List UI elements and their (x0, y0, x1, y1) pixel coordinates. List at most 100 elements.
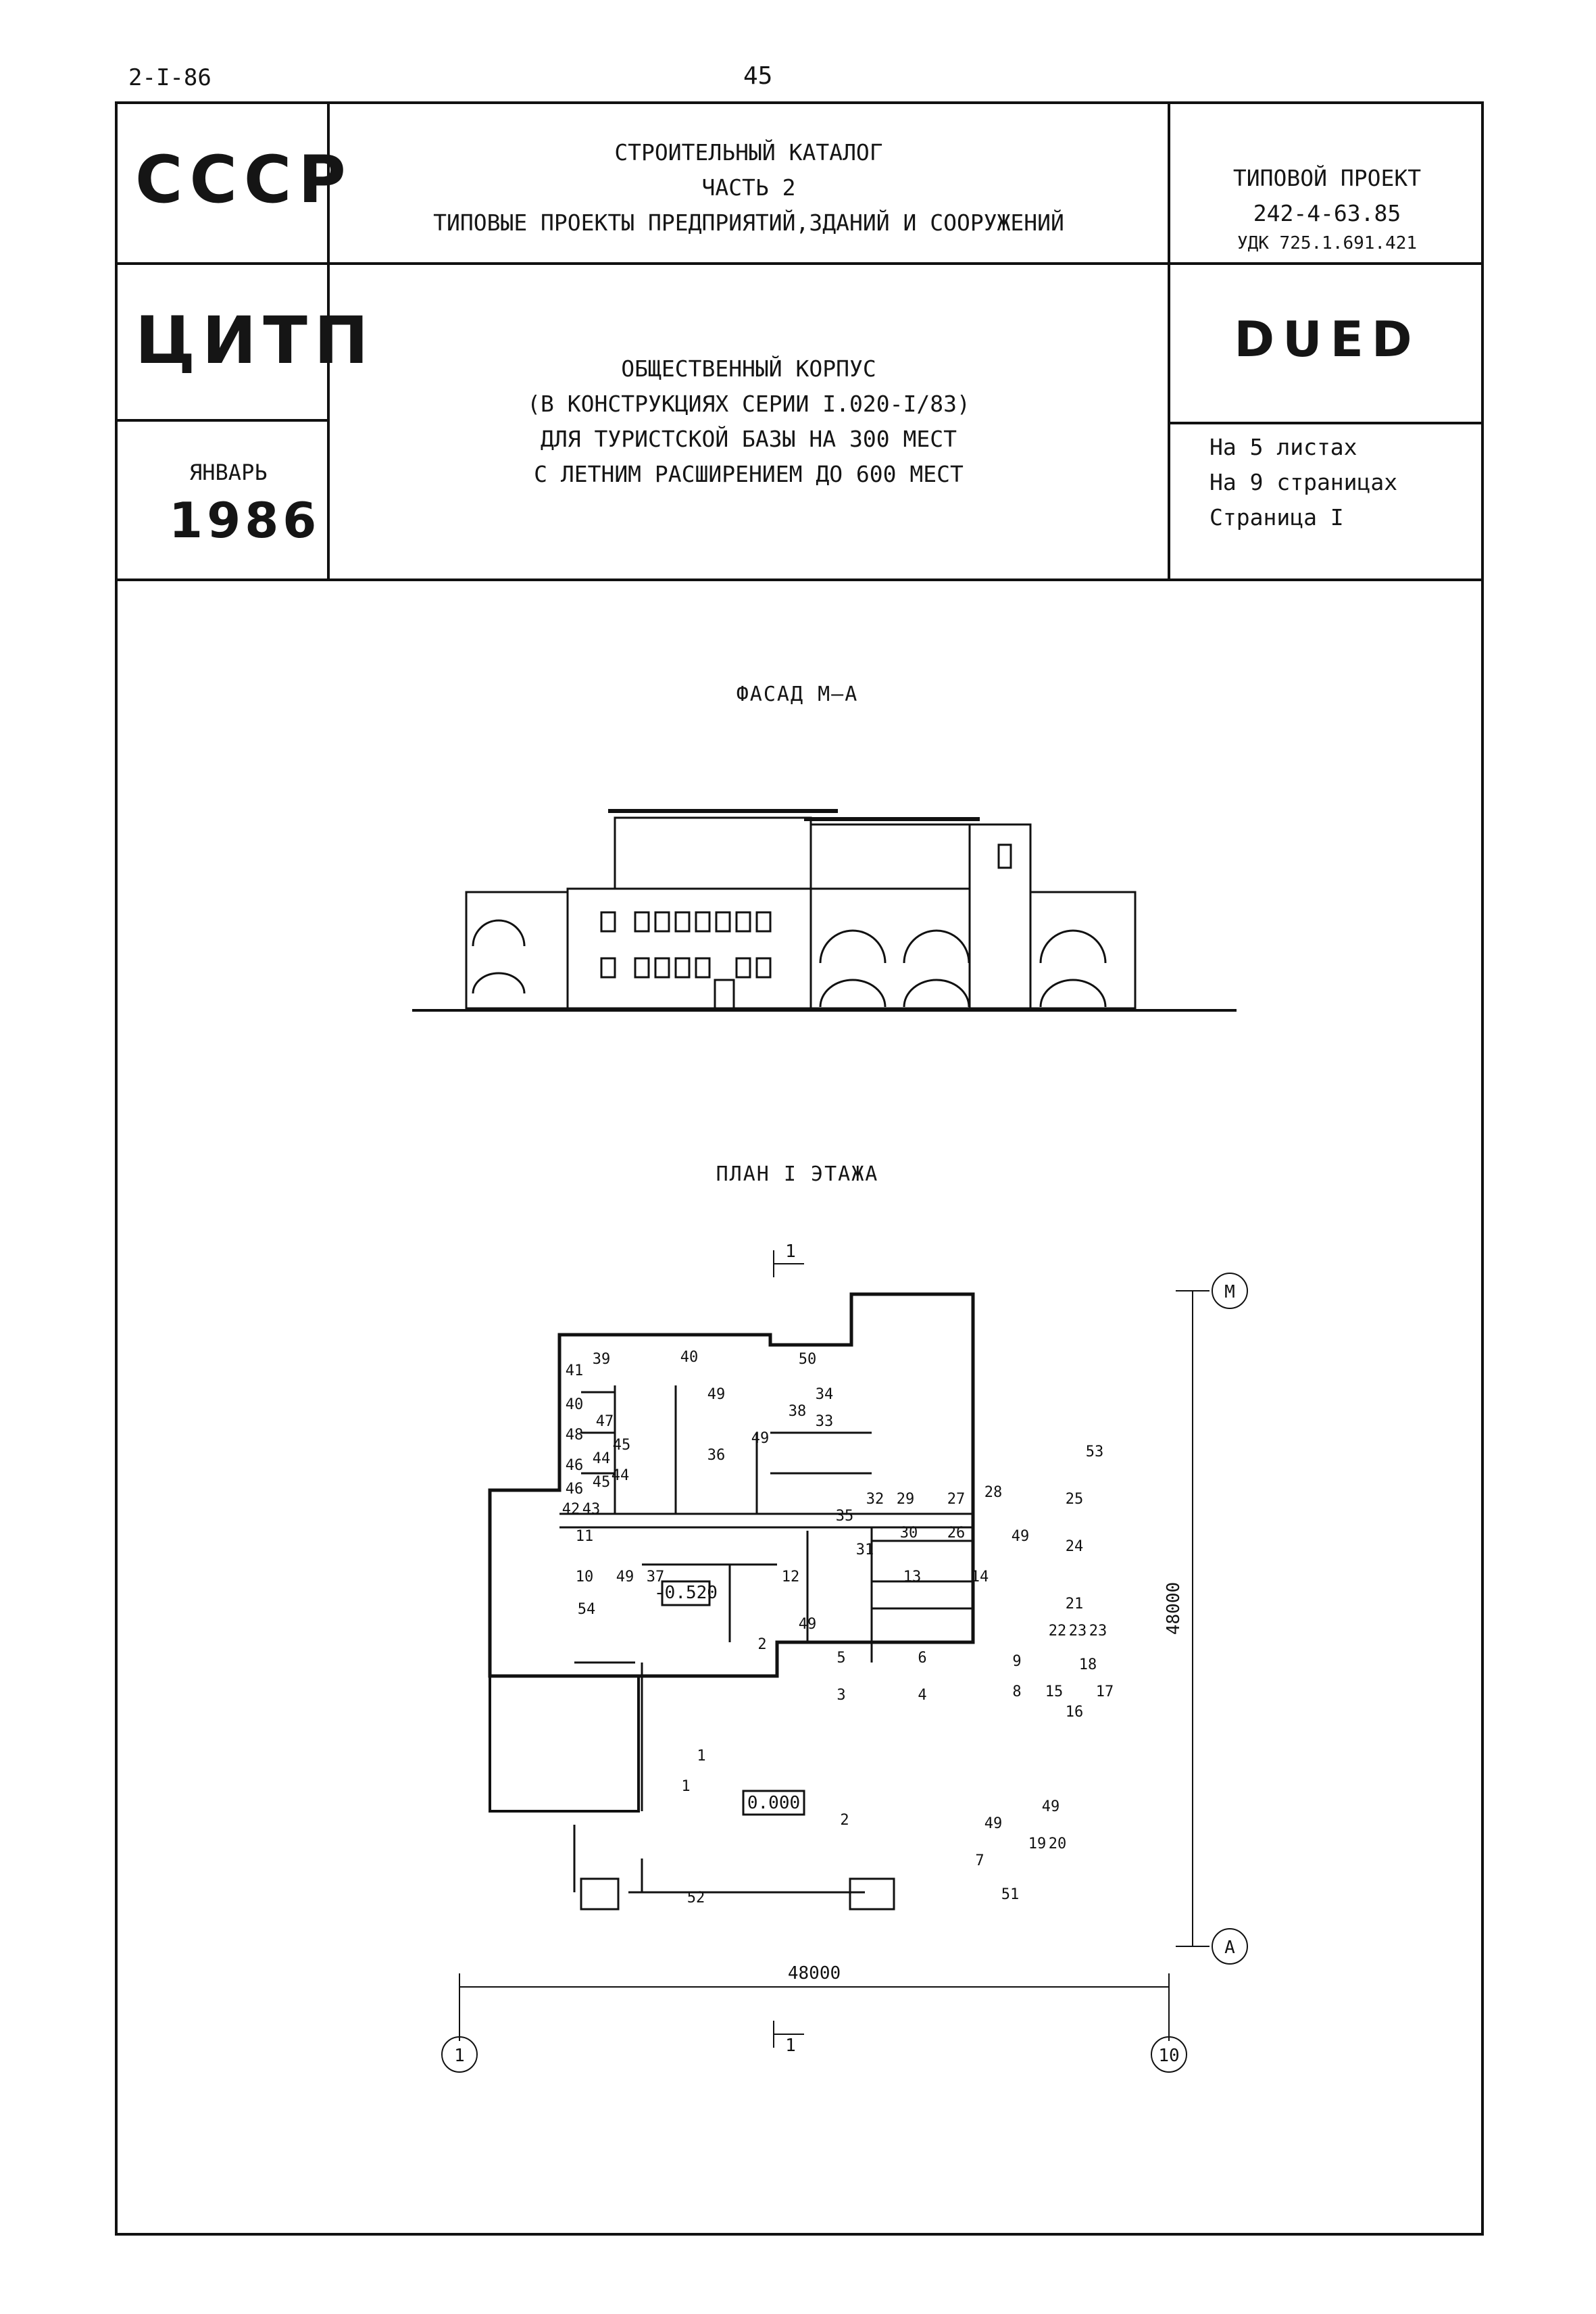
room-number: 8 (1012, 1683, 1021, 1700)
room-number: 46 (566, 1457, 584, 1474)
plan-interior (559, 1385, 973, 1911)
sheets-line-1: На 5 листах (1210, 434, 1357, 460)
room-number: 33 (816, 1413, 834, 1430)
plan-axis-left: 1 (454, 2046, 465, 2066)
facade-title: ФАСАД М–А (736, 683, 859, 706)
page-number: 45 (743, 62, 773, 90)
tb-hline-bottom (115, 578, 1484, 581)
room-number: 7 (975, 1852, 984, 1869)
description-line-4: С ЛЕТНИМ РАСШИРЕНИЕМ ДО 600 МЕСТ (534, 461, 964, 487)
plan-level-box-low (661, 1580, 711, 1606)
description-block: ОБЩЕСТВЕННЫЙ КОРПУС (В КОНСТРУКЦИЯХ СЕРИ… (330, 351, 1168, 492)
plan-dimensions (441, 1250, 1248, 2073)
room-number: 42 (562, 1501, 580, 1518)
room-number: 31 (856, 1542, 874, 1558)
room-number: 34 (816, 1386, 834, 1403)
facade-central-block (566, 887, 812, 1010)
room-number: 45 (613, 1437, 631, 1454)
room-number: 43 (582, 1501, 601, 1518)
room-number: 46 (566, 1481, 584, 1498)
room-number: 45 (593, 1474, 611, 1491)
udk: УДК 725.1.691.421 (1237, 233, 1418, 253)
project-number: 242-4-63.85 (1253, 200, 1401, 226)
room-number: 44 (593, 1450, 611, 1467)
plan-level-main: 0.000 (747, 1793, 800, 1813)
room-number: 52 (687, 1890, 705, 1906)
room-number: 10 (576, 1569, 594, 1585)
tb-hline-left-2 (115, 419, 330, 422)
room-number: 51 (1001, 1886, 1020, 1903)
room-number: 15 (1045, 1683, 1064, 1700)
room-number: 25 (1066, 1491, 1084, 1508)
room-number: 4 (918, 1687, 926, 1704)
facade-left-wing (465, 891, 569, 1010)
room-number: 22 (1049, 1623, 1067, 1640)
sheets-line-2: На 9 страницах (1210, 469, 1398, 495)
catalog-block: СТРОИТЕЛЬНЫЙ КАТАЛОГ ЧАСТЬ 2 ТИПОВЫЕ ПРО… (330, 135, 1168, 241)
org-bottom: ЦИТП (135, 303, 376, 378)
room-number: 49 (751, 1430, 770, 1447)
description-line-2: (В КОНСТРУКЦИЯХ СЕРИИ I.020-I/83) (527, 391, 970, 417)
series-code: 2-I-86 (128, 64, 211, 91)
room-number: 49 (1042, 1798, 1060, 1815)
room-number: 32 (866, 1491, 884, 1508)
room-number: 9 (1012, 1653, 1021, 1670)
room-number: 1 (681, 1778, 690, 1795)
project-code: DUED (1234, 311, 1420, 368)
room-number: 49 (799, 1616, 817, 1633)
tb-hline-right-2 (1168, 422, 1484, 424)
room-number: 40 (566, 1396, 584, 1413)
plan-axis-bottom: А (1224, 1938, 1235, 1958)
plan-dim-horizontal: 48000 (788, 1963, 841, 1984)
room-number: 5 (837, 1650, 845, 1667)
room-number: 38 (789, 1403, 807, 1420)
room-number: 37 (647, 1569, 665, 1585)
room-number: 24 (1066, 1538, 1084, 1555)
room-number: 47 (596, 1413, 614, 1430)
catalog-line-3: ТИПОВЫЕ ПРОЕКТЫ ПРЕДПРИЯТИЙ,ЗДАНИЙ И СОО… (433, 210, 1064, 236)
plan-walls (488, 1292, 975, 1813)
room-number: 21 (1066, 1596, 1084, 1613)
plan-axis-right: 10 (1158, 2046, 1179, 2066)
room-number: 36 (707, 1447, 726, 1464)
plan-terrace (489, 1675, 640, 1813)
tb-vline-left (327, 101, 330, 580)
room-number: 11 (576, 1528, 594, 1545)
room-number: 35 (836, 1508, 854, 1525)
room-number: 49 (616, 1569, 634, 1585)
catalog-line-2: ЧАСТЬ 2 (701, 174, 796, 201)
room-number: 44 (612, 1467, 630, 1484)
sheets-line-3: Страница I (1210, 504, 1344, 531)
facade-drawing (412, 809, 1237, 1012)
room-number: 1 (697, 1748, 705, 1765)
room-number: 41 (566, 1362, 584, 1379)
room-number: 2 (840, 1812, 849, 1829)
tb-hline-left-1 (115, 262, 330, 265)
description-line-3: ДЛЯ ТУРИСТСКОЙ БАЗЫ НА 300 МЕСТ (541, 426, 957, 452)
room-number: 29 (897, 1491, 915, 1508)
room-number: 14 (971, 1569, 989, 1585)
room-number: 19 (1028, 1836, 1047, 1852)
tb-vline-right (1168, 101, 1170, 580)
room-number: 18 (1079, 1656, 1097, 1673)
room-number: 16 (1066, 1704, 1084, 1721)
room-number: 28 (984, 1484, 1003, 1501)
room-number: 13 (903, 1569, 922, 1585)
facade-upper-block-2 (809, 823, 971, 890)
plan-section-mark-top: 1 (785, 1241, 796, 1262)
room-number: 50 (799, 1351, 817, 1368)
description-line-1: ОБЩЕСТВЕННЫЙ КОРПУС (621, 355, 876, 382)
room-number: 40 (680, 1349, 699, 1366)
room-number: 23 (1089, 1623, 1107, 1640)
sheets-block: На 5 листах На 9 страницах Страница I (1210, 430, 1397, 535)
month: ЯНВАРЬ (189, 460, 268, 485)
tb-hline-mid-1 (330, 262, 1484, 265)
org-top: СССР (135, 142, 353, 218)
project-block: ТИПОВОЙ ПРОЕКТ 242-4-63.85 УДК 725.1.691… (1170, 161, 1484, 255)
facade-tower (968, 823, 1032, 1010)
room-number: 49 (1012, 1528, 1030, 1545)
plan-dim-vertical: 48000 (1164, 1582, 1184, 1635)
facade-right-wing (809, 887, 971, 1010)
room-number: 39 (593, 1351, 611, 1368)
year: 1986 (169, 492, 321, 549)
